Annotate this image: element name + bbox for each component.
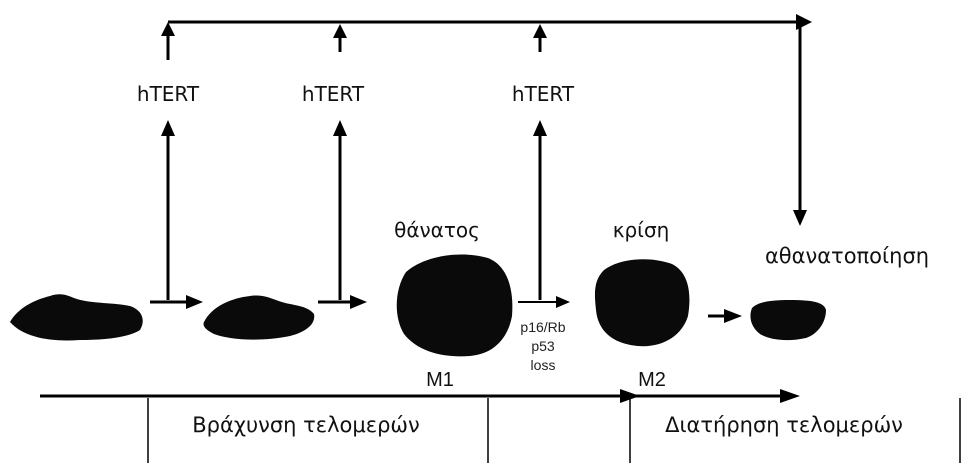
immortalization-label: αθανατοποίηση bbox=[765, 244, 929, 268]
cell-m2 bbox=[594, 259, 690, 347]
crisis-label: κρίση bbox=[613, 218, 670, 242]
htert-branch-1 bbox=[150, 120, 203, 309]
cell-2 bbox=[203, 295, 315, 340]
timeline-shortening-arrow bbox=[40, 389, 640, 403]
loss-label: loss bbox=[531, 357, 556, 373]
htert-label-2: hTERT bbox=[302, 82, 365, 106]
up-arrow-top-3 bbox=[533, 24, 547, 52]
p53-label: p53 bbox=[531, 338, 555, 354]
up-arrow-top-2 bbox=[333, 24, 347, 52]
htert-branch-3 bbox=[518, 120, 570, 308]
htert-branch-2 bbox=[318, 120, 367, 309]
death-label: θάνατος bbox=[394, 218, 480, 242]
maintenance-label: Διατήρηση τελομερών bbox=[665, 413, 903, 437]
cell-immortal bbox=[750, 300, 826, 341]
up-arrow-top-1 bbox=[161, 22, 175, 60]
htert-label-3: hTERT bbox=[512, 82, 575, 106]
cell-m1 bbox=[396, 254, 513, 357]
timeline-maintenance-arrow bbox=[630, 389, 800, 403]
shortening-label: Βράχυνση τελομερών bbox=[192, 413, 420, 437]
down-arrow-right bbox=[793, 26, 807, 226]
top-arrow bbox=[168, 14, 812, 30]
m2-label: M2 bbox=[638, 369, 666, 391]
m1-label: M1 bbox=[426, 369, 454, 391]
timeline-boxes bbox=[147, 398, 961, 463]
htert-label-1: hTERT bbox=[137, 82, 200, 106]
p16-rb-label: p16/Rb bbox=[520, 319, 565, 335]
cell-1 bbox=[10, 294, 143, 341]
arrow-to-immortal bbox=[708, 309, 742, 323]
